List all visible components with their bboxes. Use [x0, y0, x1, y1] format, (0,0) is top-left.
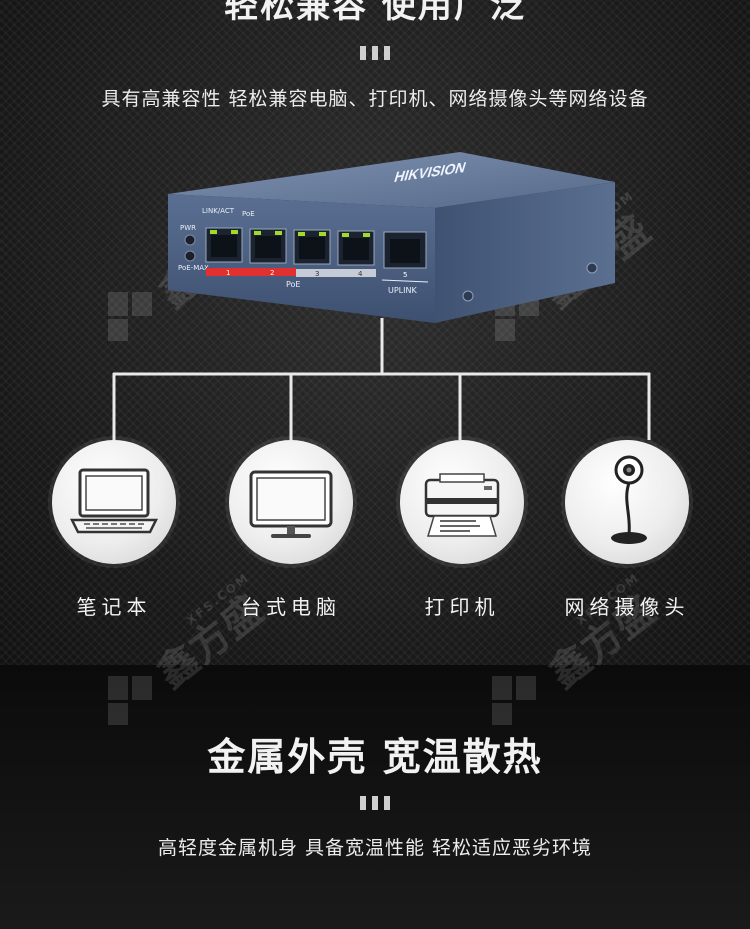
- port-number-5: 5: [403, 271, 407, 279]
- watermark-logo-icon: [108, 292, 152, 341]
- watermark-logo-icon: [492, 676, 536, 725]
- device-top-face: [168, 152, 615, 208]
- compatibility-subtitle: 具有高兼容性 轻松兼容电脑、打印机、网络摄像头等网络设备: [101, 88, 649, 110]
- poe-switch-device: HIKVISION PWR PoE-MAX LINK/ACT PoE 1 2 3…: [168, 152, 615, 323]
- screw-icon: [462, 290, 474, 302]
- heading-decoration: [355, 796, 395, 810]
- pwr-indicator: [184, 234, 196, 246]
- webcam-label: 网络摄像头: [564, 595, 690, 619]
- metal-housing-subtitle: 高轻度金属机身 具备宽温性能 轻松适应恶劣环境: [157, 837, 593, 859]
- port-number-1: 1: [226, 269, 230, 277]
- poe-band-red: [206, 268, 296, 276]
- heading-decoration: [355, 46, 395, 60]
- laptop-icon: [69, 468, 159, 534]
- monitor-icon: [249, 470, 333, 538]
- port-number-2: 2: [270, 269, 274, 277]
- poe-led-label: PoE: [242, 210, 255, 218]
- poe-max-label: PoE-MAX: [178, 264, 209, 272]
- monitor-label: 台式电脑: [241, 595, 341, 619]
- monitor-circle: [229, 440, 353, 564]
- port-number-3: 3: [315, 270, 319, 278]
- webcam-circle: [565, 440, 689, 564]
- link-act-label: LINK/ACT: [202, 207, 235, 215]
- printer-icon: [424, 473, 500, 537]
- watermark-logo-icon: [108, 676, 152, 725]
- pwr-label: PWR: [180, 224, 196, 232]
- poe-max-indicator: [184, 250, 196, 262]
- printer-label: 打印机: [424, 595, 500, 619]
- laptop-label: 笔记本: [76, 595, 152, 619]
- device-side-face: [435, 182, 615, 323]
- port-number-4: 4: [358, 270, 363, 278]
- screw-icon: [586, 262, 598, 274]
- poe-band-label: PoE: [286, 280, 301, 289]
- ethernet-ports: [205, 227, 427, 269]
- webcam-icon: [611, 455, 647, 544]
- compatibility-heading: 轻松兼容 使用广泛: [224, 0, 526, 26]
- printer-circle: [400, 440, 524, 564]
- laptop-circle: [52, 440, 176, 564]
- metal-housing-heading: 金属外壳 宽温散热: [207, 735, 543, 779]
- uplink-label: UPLINK: [388, 286, 417, 295]
- poe-band-grey: [296, 269, 376, 277]
